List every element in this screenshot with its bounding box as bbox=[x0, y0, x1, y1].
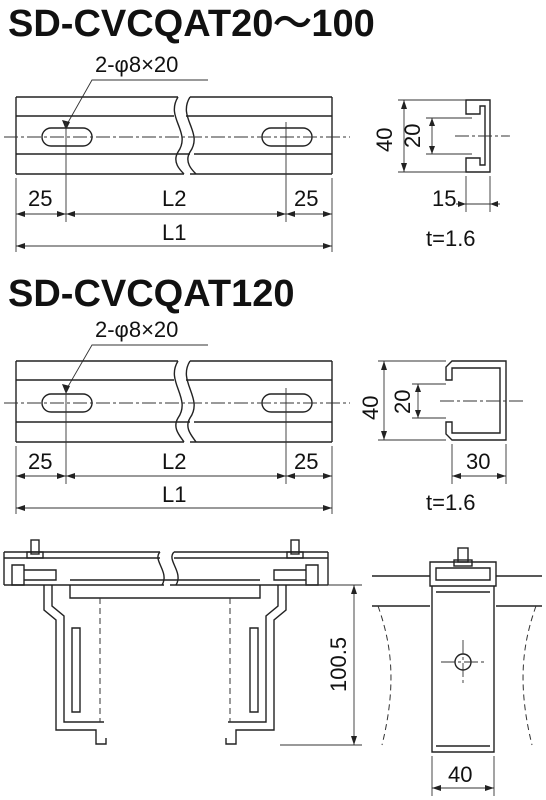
assembly-dim-height: 100.5 bbox=[326, 637, 351, 692]
assembly-side-view: 40 bbox=[372, 547, 542, 796]
section-2-thickness: t=1.6 bbox=[426, 490, 476, 515]
assembly-break-right bbox=[171, 551, 179, 586]
section-2-channel-side-view bbox=[4, 360, 350, 514]
section-1-dim-height: 40 bbox=[372, 128, 397, 152]
section-1-break-line-right bbox=[185, 96, 197, 175]
section-2-dim-width: 30 bbox=[466, 449, 490, 474]
section-1-dim-end-right: 25 bbox=[294, 186, 318, 211]
section-2-length-dims: 25 L2 25 L1 bbox=[16, 449, 332, 511]
section-1-title: SD-CVCQAT20～100 bbox=[8, 3, 375, 45]
section-2-dim-height: 40 bbox=[358, 396, 383, 420]
assembly-profile-right bbox=[225, 585, 287, 745]
assembly-bolt-left bbox=[11, 539, 57, 586]
section-2-break-line-left bbox=[173, 360, 185, 443]
assembly-front-view: 100.5 bbox=[3, 539, 362, 746]
section-1-dim-width: 15 bbox=[432, 186, 456, 211]
section-2-title: SD-CVCQAT120 bbox=[8, 273, 294, 315]
assembly-bolt-right bbox=[273, 539, 319, 586]
assembly-profile-left bbox=[43, 585, 107, 745]
section-1-dim-end-left: 25 bbox=[28, 186, 52, 211]
section-2-cross-section: 40 20 30 t=1.6 bbox=[358, 360, 526, 515]
assembly-side-bolt bbox=[457, 547, 469, 563]
section-2-dim-end-right: 25 bbox=[294, 449, 318, 474]
section-2-hole-leader bbox=[65, 344, 208, 391]
assembly-dim-width: 40 bbox=[448, 762, 472, 787]
section-2-dim-end-left: 25 bbox=[28, 449, 52, 474]
section-1-dim-slot: 20 bbox=[400, 124, 425, 148]
section-2-dim-l1: L1 bbox=[162, 482, 186, 507]
section-2-dim-l2: L2 bbox=[162, 449, 186, 474]
section-2: SD-CVCQAT120 2-φ8×20 25 L2 25 L1 bbox=[4, 273, 526, 515]
section-1-break-line-left bbox=[173, 96, 185, 175]
section-2-hole-note: 2-φ8×20 bbox=[95, 317, 178, 342]
section-1-channel-side-view bbox=[4, 96, 350, 252]
assembly-side-channel bbox=[429, 561, 497, 587]
section-2-dim-slot: 20 bbox=[390, 390, 415, 414]
section-1-cross-section: 40 20 15 t=1.6 bbox=[372, 99, 510, 251]
section-1-hole-leader bbox=[65, 79, 208, 127]
section-1-length-dims: 25 L2 25 L1 bbox=[16, 186, 332, 249]
section-2-break-line-right bbox=[185, 360, 197, 443]
assembly-side-profile bbox=[431, 586, 495, 753]
section-1-dim-l1: L1 bbox=[162, 220, 186, 245]
section-1-dim-l2: L2 bbox=[162, 186, 186, 211]
section-1-hole-note: 2-φ8×20 bbox=[95, 52, 178, 77]
assembly-break-left bbox=[157, 551, 165, 586]
section-1-thickness: t=1.6 bbox=[426, 226, 476, 251]
section-1: SD-CVCQAT20～100 2-φ8×20 25 L2 25 bbox=[4, 3, 510, 252]
